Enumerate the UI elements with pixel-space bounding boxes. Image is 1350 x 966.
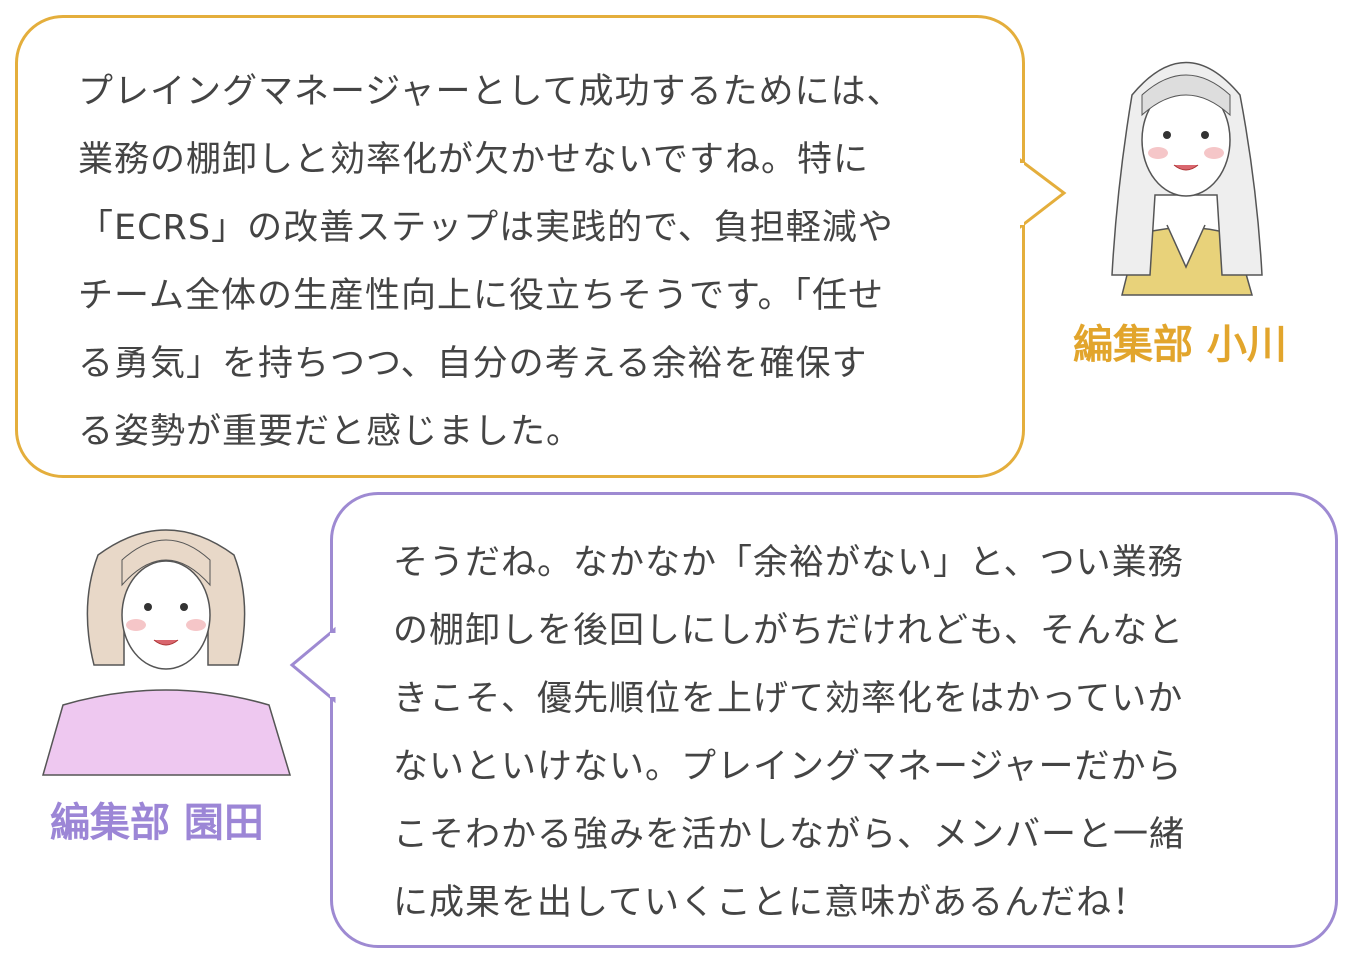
- bubble-text: プレイングマネージャーとして成功するためには、 業務の棚卸しと効率化が欠かせない…: [78, 58, 903, 466]
- text-line: 業務の棚卸しと効率化が欠かせないですね。特に: [78, 140, 869, 180]
- text-line: に成果を出していくことに意味があるんだね！: [393, 883, 1148, 923]
- speaker-name-ogawa: 編集部 小川: [1073, 322, 1287, 368]
- text-line: きこそ、優先順位を上げて効率化をはかっていか: [393, 679, 1184, 719]
- avatar-sonoda: [42, 529, 292, 776]
- bubble-tail: [1020, 158, 1067, 229]
- text-line: る姿勢が重要だと感じました。: [78, 412, 583, 452]
- bubble-tail: [289, 626, 336, 704]
- text-line: 「ECRS」の改善ステップは実践的で、負担軽減や: [78, 208, 894, 248]
- speech-bubble-ogawa: プレイングマネージャーとして成功するためには、 業務の棚卸しと効率化が欠かせない…: [15, 15, 1025, 478]
- text-line: チーム全体の生産性向上に役立ちそうです。「任せ: [78, 276, 884, 316]
- text-line: の棚卸しを後回しにしがちだけれども、そんなと: [393, 611, 1184, 651]
- text-line: こそわかる強みを活かしながら、メンバーと一緒: [393, 815, 1186, 855]
- speech-bubble-sonoda: そうだね。なかなか「余裕がない」と、つい業務 の棚卸しを後回しにしがちだけれども…: [330, 492, 1338, 948]
- avatar-ogawa: [1111, 61, 1263, 296]
- speaker-name-sonoda: 編集部 園田: [50, 800, 264, 846]
- text-line: そうだね。なかなか「余裕がない」と、つい業務: [393, 543, 1184, 583]
- text-line: ないといけない。プレイングマネージャーだから: [393, 747, 1183, 787]
- text-line: プレイングマネージャーとして成功するためには、: [78, 72, 903, 112]
- text-line: る勇気」を持ちつつ、自分の考える余裕を確保す: [78, 344, 868, 384]
- bubble-text: そうだね。なかなか「余裕がない」と、つい業務 の棚卸しを後回しにしがちだけれども…: [393, 529, 1185, 937]
